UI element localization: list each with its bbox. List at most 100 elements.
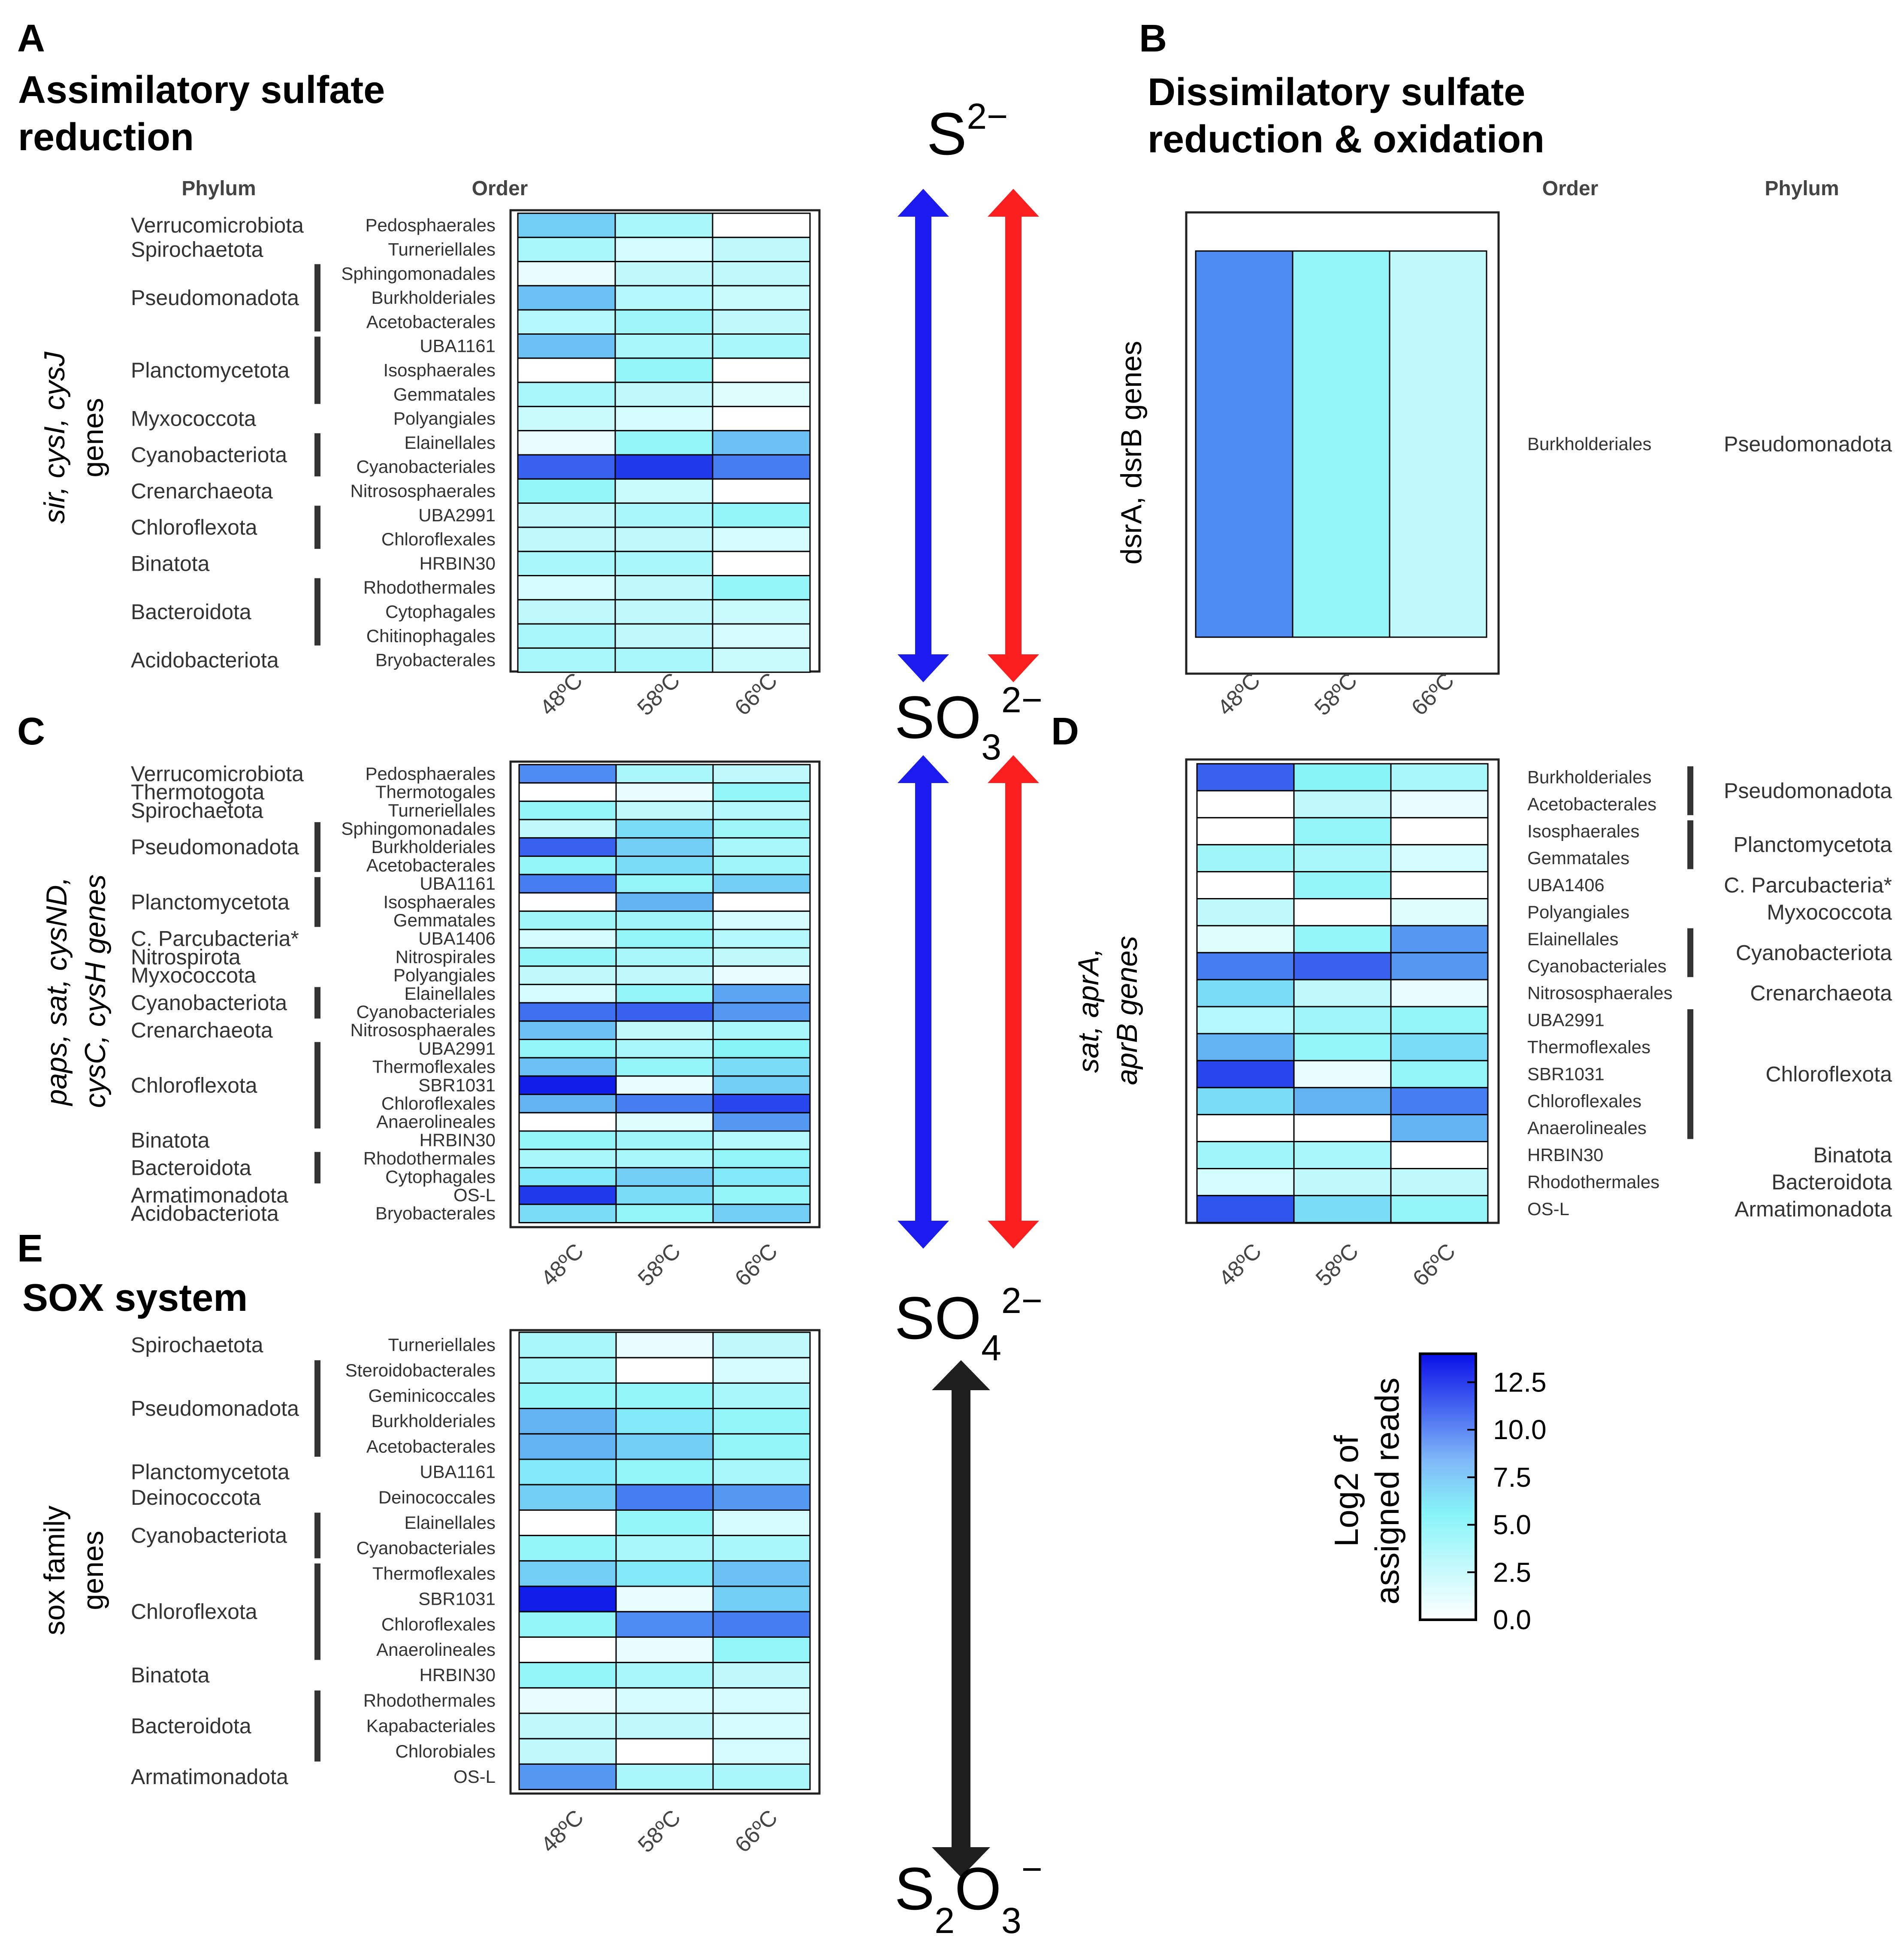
heatmap-cell — [518, 1408, 617, 1435]
heatmap-cell — [1390, 763, 1489, 792]
phylum-label: Bacteroidota — [131, 1156, 251, 1180]
order-label: Geminicoccales — [369, 1385, 496, 1406]
heatmap-cell — [1196, 844, 1295, 873]
phylum-bracket — [314, 987, 320, 1019]
heatmap-cell — [1293, 925, 1392, 953]
phylum-label: Verrucomicrobiota — [131, 213, 304, 237]
svg-text:sir, cysI, cysJ: sir, cysI, cysJ — [38, 351, 71, 523]
order-label: HRBIN30 — [420, 1130, 496, 1150]
heatmap-cell — [518, 1738, 617, 1765]
heatmap-cell — [517, 478, 616, 504]
phylum-label: Armatimonadota — [131, 1765, 288, 1789]
order-label: Nitrososphaerales — [350, 1020, 496, 1040]
heatmap-cell — [615, 1149, 714, 1168]
heatmap-cell — [712, 1712, 811, 1739]
heatmap-cell — [614, 261, 713, 287]
heatmap-cell — [712, 800, 811, 820]
heatmap-cell — [712, 526, 811, 552]
heatmap-cell — [1196, 790, 1295, 819]
heatmap-cell — [517, 575, 616, 601]
heatmap-cell — [1390, 790, 1489, 819]
heatmap-cell — [615, 947, 714, 967]
chem-thiosulfate: S2O3− — [895, 1849, 1043, 1941]
heatmap-cell — [1390, 979, 1489, 1007]
heatmap-cell — [712, 502, 811, 528]
heatmap-cell — [615, 1611, 714, 1638]
phylum-bracket — [1687, 766, 1693, 815]
order-label: Acetobacterales — [1527, 794, 1656, 814]
heatmap-cell — [518, 782, 617, 802]
heatmap-cell — [614, 309, 713, 335]
heatmap-cell — [712, 947, 811, 967]
phylum-label: Crenarchaeota — [1750, 981, 1892, 1005]
phylum-label: Chloroflexota — [131, 1600, 257, 1624]
heatmap-cell — [518, 874, 617, 894]
heatmap-cell — [615, 1433, 714, 1460]
heatmap-cell — [712, 764, 811, 784]
heatmap-cell — [712, 983, 811, 1004]
order-label: Cyanobacteriales — [356, 1538, 496, 1558]
phylum-label: Binatota — [131, 1663, 210, 1687]
heatmap-cell — [518, 947, 617, 967]
heatmap-frame — [1185, 211, 1500, 675]
heatmap-cell — [615, 1509, 714, 1537]
phylum-bracket — [314, 505, 320, 549]
heatmap-cell — [1293, 1195, 1392, 1223]
order-label: Acetobacterales — [366, 312, 496, 332]
column-tick-label: 58ºC — [1311, 1239, 1363, 1291]
heatmap-cell — [712, 236, 811, 263]
order-label: Polyangiales — [393, 965, 496, 985]
heatmap-cell — [518, 1662, 617, 1689]
legend-tick-label: 7.5 — [1493, 1462, 1531, 1493]
order-label: OS-L — [453, 1767, 496, 1787]
heatmap-cell — [712, 212, 811, 238]
heatmap-frame — [509, 760, 821, 1228]
heatmap-cell — [518, 892, 617, 912]
panel-a-order-header: Order — [472, 177, 528, 200]
heatmap-cell — [615, 1763, 714, 1791]
heatmap-cell — [712, 1130, 811, 1150]
heatmap-cell — [712, 1002, 811, 1022]
heatmap-cell — [712, 1738, 811, 1765]
heatmap-cell — [614, 599, 713, 625]
order-label: UBA2991 — [1527, 1010, 1605, 1030]
heatmap-cell — [1293, 898, 1392, 926]
heatmap-cell — [712, 357, 811, 383]
order-label: Isosphaerales — [384, 892, 496, 912]
order-label: Burkholderiales — [1527, 434, 1652, 454]
heatmap-cell — [615, 1094, 714, 1113]
heatmap-cell — [614, 551, 713, 576]
order-label: Thermoflexales — [372, 1563, 496, 1583]
order-label: Burkholderiales — [372, 837, 496, 857]
heatmap-cell — [517, 551, 616, 576]
panel-c-gene-label: paps, sat, cysND, cysC, cysH genes — [40, 874, 112, 1108]
legend-tick-label: 2.5 — [1493, 1557, 1531, 1588]
column-tick-label: 48ºC — [1213, 668, 1265, 720]
chem-sulfate: SO42− — [895, 1280, 1043, 1368]
phylum-bracket — [314, 1563, 320, 1660]
phylum-label: Planctomycetota — [131, 358, 290, 382]
heatmap-cell — [517, 623, 616, 649]
column-tick-label: 66ºC — [1408, 1239, 1460, 1291]
phylum-label: Cyanobacteriota — [131, 443, 287, 467]
column-tick-label: 66ºC — [730, 1805, 783, 1857]
heatmap-cell — [518, 1636, 617, 1664]
heatmap-cell — [1293, 763, 1392, 792]
heatmap-cell — [518, 800, 617, 820]
heatmap-frame — [509, 1329, 821, 1795]
heatmap-cell — [1293, 871, 1392, 899]
chem-sulfite: SO32− — [895, 680, 1043, 767]
heatmap-cell — [518, 1560, 617, 1587]
colorbar — [1419, 1352, 1477, 1621]
order-label: Gemmatales — [1527, 848, 1629, 868]
panel-b-order-header: Order — [1542, 177, 1599, 200]
phylum-bracket — [314, 336, 320, 404]
heatmap-cell — [518, 1185, 617, 1205]
heatmap-cell — [712, 575, 811, 601]
heatmap-cell — [614, 285, 713, 311]
heatmap-cell — [614, 236, 713, 263]
heatmap-cell — [615, 1662, 714, 1689]
heatmap-cell — [615, 1167, 714, 1187]
heatmap-cell — [518, 1204, 617, 1224]
heatmap-cell — [615, 1039, 714, 1059]
